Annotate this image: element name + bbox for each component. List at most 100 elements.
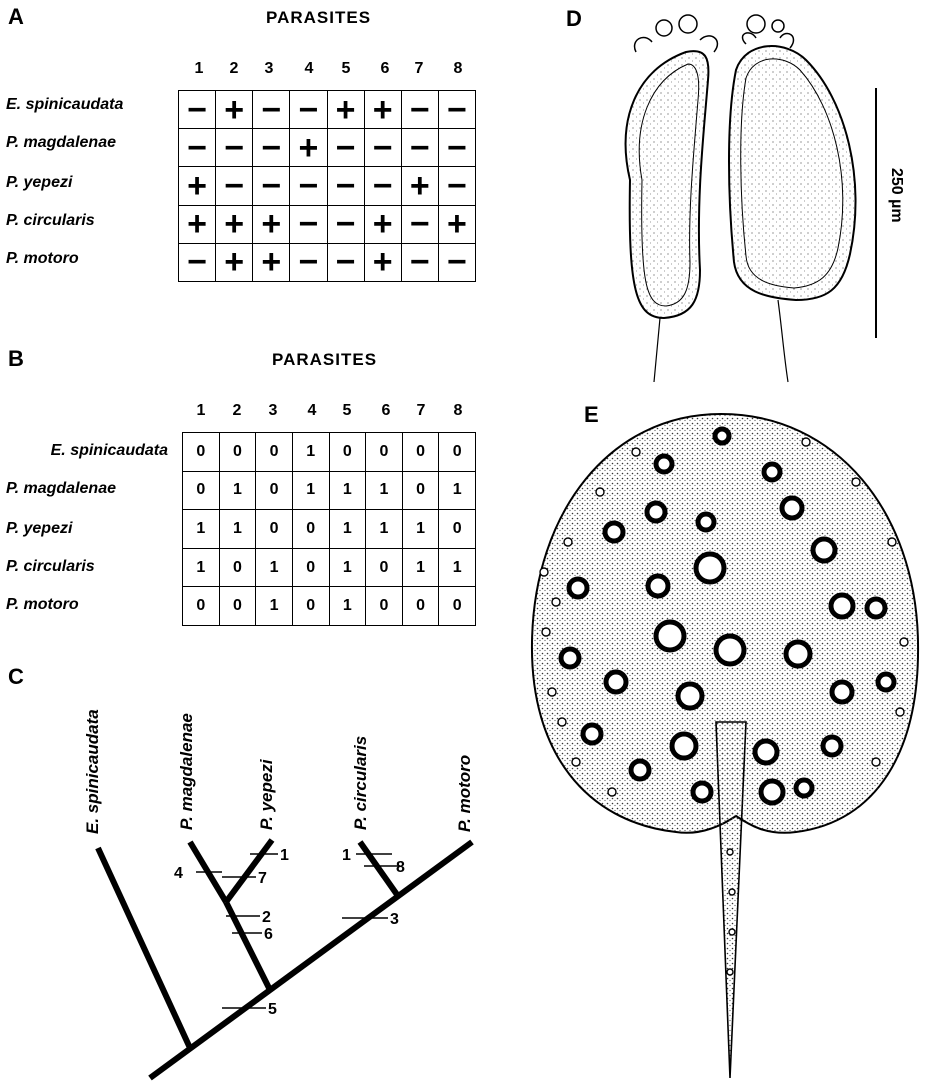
table-cell: 0	[366, 548, 403, 587]
table-cell: −	[253, 91, 290, 129]
table-cell: 0	[329, 433, 366, 472]
character-label: 5	[268, 1001, 277, 1018]
table-cell: −	[401, 91, 438, 129]
table-cell: 1	[256, 548, 293, 587]
column-number: 7	[404, 60, 434, 78]
character-label: 2	[262, 909, 271, 926]
character-label: 7	[258, 870, 267, 887]
table-cell: 0	[402, 587, 439, 626]
column-number: 3	[258, 402, 288, 420]
taxon-labels: E. spinicaudata P. magdalenae P. yepezi …	[83, 709, 474, 834]
taxon-label: P. circularis	[351, 736, 370, 830]
taxon-label: P. magdalenae	[177, 713, 196, 830]
table-cell: −	[327, 167, 364, 205]
column-number: 4	[297, 402, 327, 420]
table-cell: −	[179, 91, 216, 129]
cladogram: E. spinicaudata P. magdalenae P. yepezi …	[0, 670, 520, 1082]
table-cell: +	[401, 167, 438, 205]
table-cell: 0	[183, 433, 220, 472]
table-row: − + + − − + − −	[179, 243, 476, 281]
table-cell: 1	[366, 510, 403, 549]
column-number: 7	[406, 402, 436, 420]
stingray-tail	[716, 722, 746, 1078]
table-cell: 0	[439, 587, 476, 626]
table-cell: 1	[402, 548, 439, 587]
scale-bar: 250 µm	[876, 88, 905, 338]
table-cell: −	[438, 91, 475, 129]
table-cell: 1	[183, 510, 220, 549]
table-cell: 1	[256, 587, 293, 626]
table-cell: 1	[366, 471, 403, 510]
table-cell: 0	[292, 510, 329, 549]
table-cell: −	[290, 167, 327, 205]
table-row: − − − + − − − −	[179, 129, 476, 167]
table-cell: 0	[219, 548, 256, 587]
table-row: + + + − − + − +	[179, 205, 476, 243]
root-branch	[150, 842, 472, 1078]
table-cell: −	[438, 167, 475, 205]
column-number: 2	[219, 60, 249, 78]
table-row: 0 0 1 0 1 0 0 0	[183, 587, 476, 626]
table-cell: +	[364, 91, 401, 129]
table-cell: 1	[329, 587, 366, 626]
species-label: P. magdalenae	[6, 480, 116, 498]
species-label: P. motoro	[6, 250, 79, 268]
scale-bar-label: 250 µm	[888, 168, 905, 223]
table-cell: −	[438, 129, 475, 167]
table-cell: −	[401, 243, 438, 281]
character-label: 1	[280, 847, 289, 864]
taxon-label: P. motoro	[455, 755, 474, 832]
table-cell: −	[327, 129, 364, 167]
column-number: 8	[443, 402, 473, 420]
column-number: 1	[184, 60, 214, 78]
table-cell: 1	[402, 510, 439, 549]
species-label: P. magdalenae	[6, 134, 116, 152]
table-cell: 0	[183, 587, 220, 626]
table-cell: −	[179, 243, 216, 281]
branch-circularis	[360, 842, 398, 896]
table-cell: −	[327, 205, 364, 243]
table-cell: 0	[292, 548, 329, 587]
table-row: 1 0 1 0 1 0 1 1	[183, 548, 476, 587]
table-cell: +	[253, 243, 290, 281]
table-cell: −	[438, 243, 475, 281]
column-number: 1	[186, 402, 216, 420]
table-cell: 0	[402, 433, 439, 472]
binary-matrix-table: 0 0 0 1 0 0 0 0 0 1 0 1 1 1 0 1 1 1 0 0 …	[182, 432, 476, 626]
column-number: 4	[294, 60, 324, 78]
species-label: E. spinicaudata	[6, 96, 123, 114]
character-label: 6	[264, 926, 273, 943]
table-cell: +	[253, 205, 290, 243]
species-label: P. circularis	[6, 558, 95, 576]
species-label: P. motoro	[6, 596, 79, 614]
table-cell: 0	[219, 587, 256, 626]
table-cell: +	[216, 243, 253, 281]
column-number: 6	[371, 402, 401, 420]
table-cell: +	[290, 129, 327, 167]
table-cell: 1	[439, 548, 476, 587]
panel-label-d: D	[566, 6, 582, 32]
table-cell: +	[216, 91, 253, 129]
table-cell: 1	[292, 433, 329, 472]
table-row: − + − − + + − −	[179, 91, 476, 129]
table-cell: −	[179, 129, 216, 167]
left-bothridium	[626, 51, 709, 318]
table-cell: 1	[329, 471, 366, 510]
table-cell: 1	[439, 471, 476, 510]
stingray-illustration	[516, 392, 926, 1082]
table-cell: −	[364, 129, 401, 167]
table-cell: 0	[439, 510, 476, 549]
character-label: 4	[174, 865, 183, 882]
table-cell: −	[290, 205, 327, 243]
table-cell: −	[290, 243, 327, 281]
parasite-illustration: 250 µm	[596, 0, 926, 390]
column-number: 3	[254, 60, 284, 78]
table-cell: 0	[256, 471, 293, 510]
table-cell: 1	[183, 548, 220, 587]
column-number: 8	[443, 60, 473, 78]
table-cell: 1	[329, 548, 366, 587]
table-cell: 0	[256, 433, 293, 472]
table-cell: 0	[366, 587, 403, 626]
character-label: 8	[396, 859, 405, 876]
table-cell: −	[216, 129, 253, 167]
